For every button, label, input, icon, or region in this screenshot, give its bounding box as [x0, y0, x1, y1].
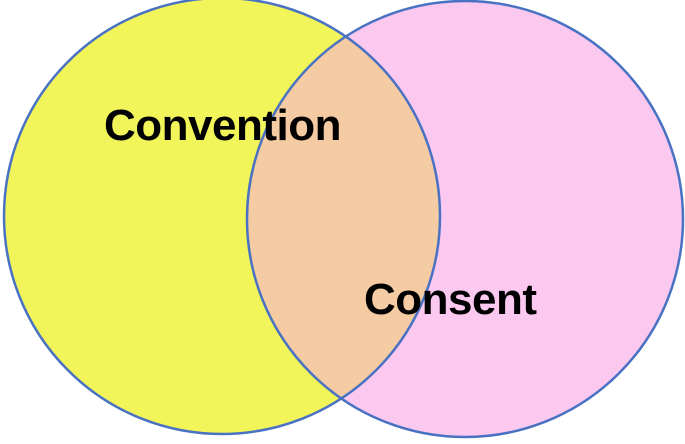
- intersection-region: [247, 1, 440, 434]
- convention-circle-outline: [2, 0, 442, 436]
- consent-circle-outline: [245, 0, 685, 439]
- consent-label: Consent: [364, 275, 537, 324]
- convention-label: Convention: [104, 101, 341, 150]
